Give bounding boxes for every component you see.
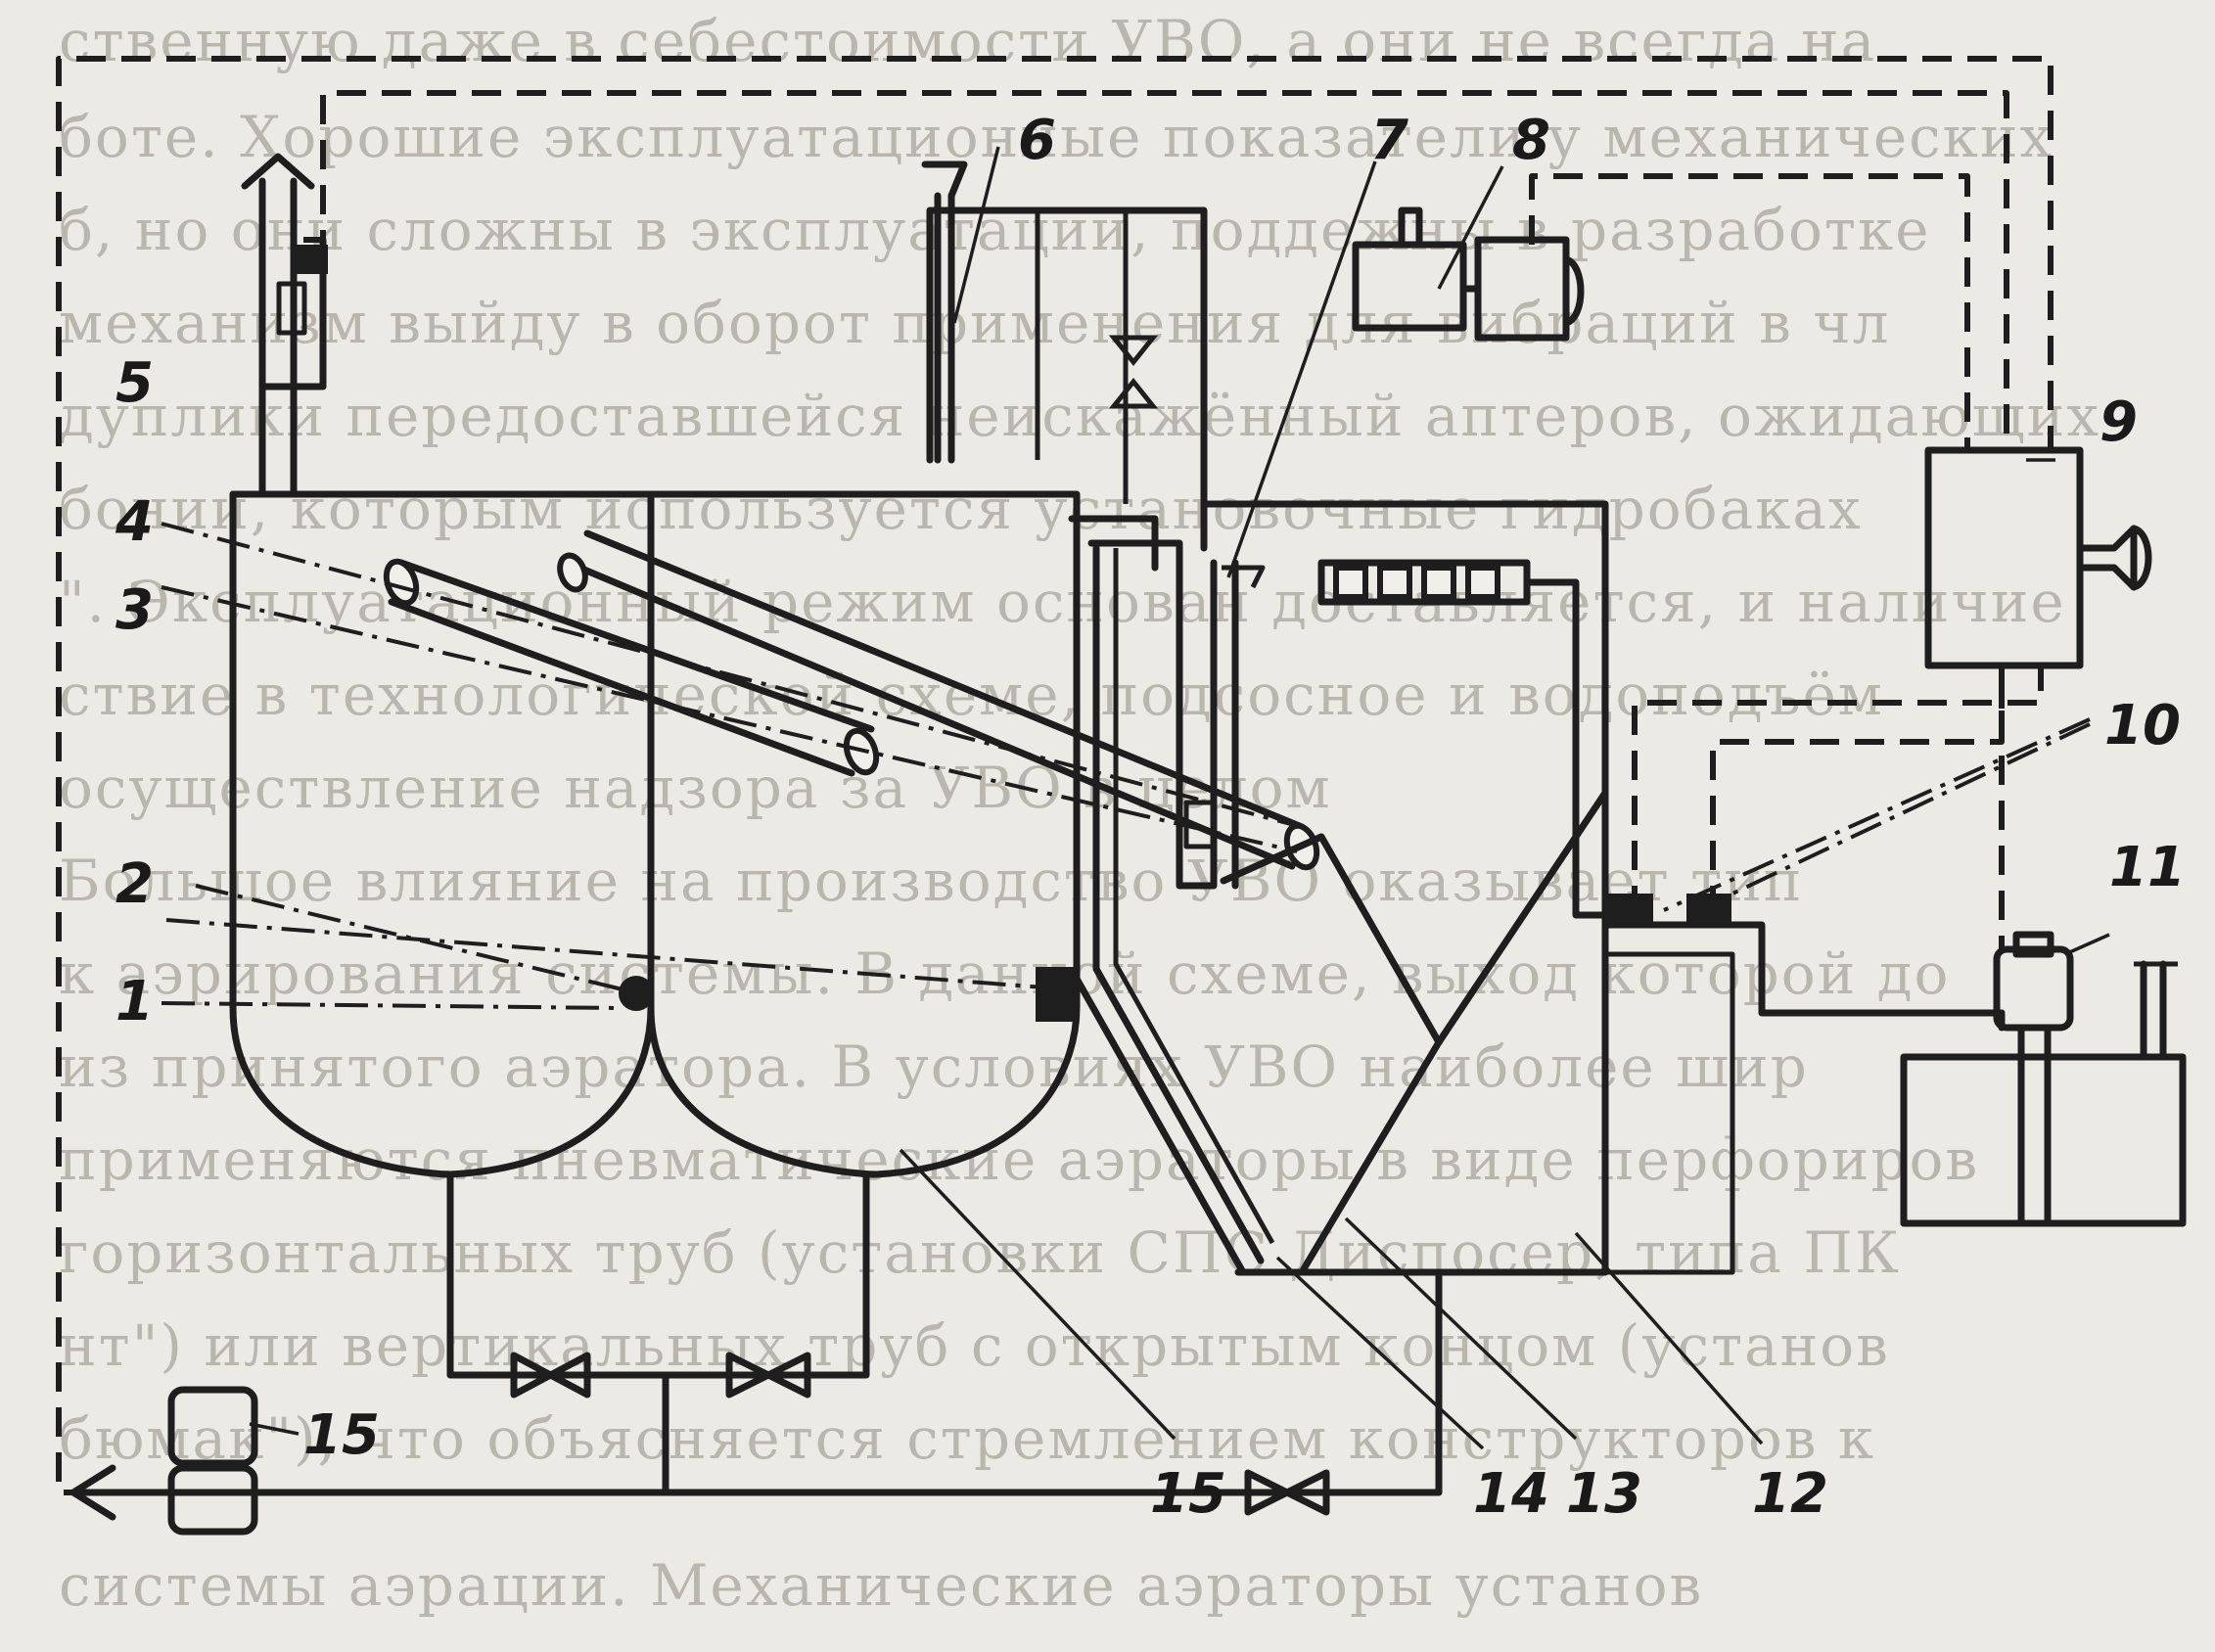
bg-line: из принятого аэратора. В условиях УВО на… [59, 1033, 1809, 1100]
callout-11: 11 [2109, 836, 2186, 899]
background-text: ственную даже в себестоимости УВО, а они… [59, 8, 2100, 1619]
motor-dashed-loop [1529, 173, 1970, 450]
callout-9: 9 [2100, 390, 2138, 454]
leader-lines [161, 146, 2110, 1450]
air-valve [1108, 335, 1159, 409]
callout-6: 6 [1018, 109, 1056, 172]
bg-line: к аэрирования системы. В данной схеме, в… [59, 941, 1950, 1007]
bg-line: бюмак"), что объясняется стремлением кон… [59, 1405, 1875, 1472]
screw-conveyor [1317, 559, 1609, 919]
compressor-unit [1352, 206, 1585, 342]
valve-3[interactable] [1244, 1469, 1330, 1516]
inlet-funnel [921, 161, 968, 464]
callout-10: 10 [2104, 694, 2181, 757]
top-pipe-header [926, 206, 1208, 508]
inner-dashed-loop [303, 90, 2009, 450]
callout-13: 13 [1566, 1462, 1642, 1526]
sensor-a-icon [1608, 894, 1653, 925]
bg-line: боте. Хорошие эксплуатационные показател… [59, 104, 2053, 170]
bg-line: Большое влияние на производство УВО оказ… [59, 848, 1803, 914]
bg-line: ственную даже в себестоимости УВО, а они… [59, 8, 1876, 74]
callout-15-blower: 15 [303, 1403, 380, 1467]
callout-3: 3 [115, 578, 154, 642]
exhaust-outlet [241, 153, 328, 498]
bg-line: бонии, которым используется установочные… [59, 476, 1863, 542]
callout-12: 12 [1752, 1462, 1828, 1526]
callout-14: 14 [1473, 1462, 1549, 1526]
bg-line: б, но они сложны в эксплуатации, поддежн… [59, 197, 1931, 263]
aeration-tank-2 [647, 490, 1081, 1178]
bg-line: нт") или вертикальных труб с открытым ко… [59, 1312, 1890, 1379]
callout-15: 15 [1150, 1462, 1226, 1526]
bg-line: системы аэрации. Механические аэраторы у… [59, 1552, 1703, 1619]
callout-1: 1 [115, 970, 154, 1033]
flow-meter-icon [297, 245, 328, 274]
bg-line: горизонтальных труб (установки СПС Диспо… [59, 1219, 1901, 1286]
callout-5: 5 [115, 351, 154, 415]
aerator-2-icon [1036, 967, 1077, 1022]
drain-piping [79, 1170, 1443, 1496]
bg-line: механизм выйду в оборот применения для в… [59, 290, 1890, 356]
sensor-dashed-line-2 [1710, 665, 2005, 915]
airlift-pipes [1068, 515, 1275, 1276]
pump-11 [1900, 931, 2187, 1227]
meter-body-icon [276, 281, 307, 336]
bg-line: применяются пневматические аэраторы в ви… [59, 1126, 1979, 1193]
control-box [1924, 446, 2152, 669]
pipe-end-3-icon [383, 558, 420, 607]
valve-2[interactable] [725, 1352, 811, 1399]
callout-4: 4 [115, 490, 154, 554]
sensor-dashed-line [1632, 665, 2044, 915]
bg-line: дуплики передоставшейся неискажённый апт… [59, 383, 2100, 449]
aerator-1-icon [619, 976, 654, 1011]
bg-line: ". Эксплуатационный режим основан достав… [59, 569, 2066, 635]
callout-8: 8 [1512, 109, 1550, 172]
pipe-end-4-icon [557, 552, 588, 593]
callout-7: 7 [1370, 109, 1408, 172]
callout-2: 2 [115, 852, 154, 916]
valve-1[interactable] [510, 1352, 591, 1399]
